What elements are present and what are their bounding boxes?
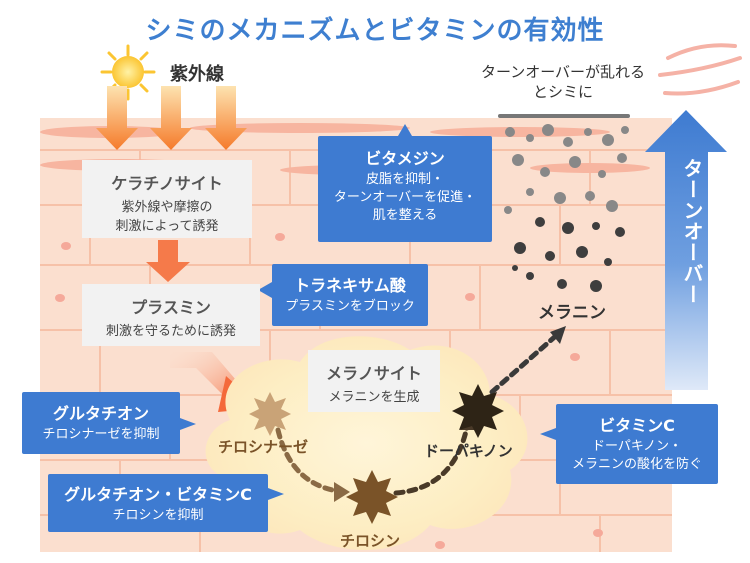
vitamin-c-line2: メラニンの酸化を防ぐ xyxy=(571,457,702,472)
melanocyte-desc: メラニンを生成 xyxy=(328,390,420,405)
dopaquinone-label: ドーパキノン xyxy=(424,442,513,460)
turnover-arrow xyxy=(645,110,727,390)
turnover-note: ターンオーバーが乱れるとシミに xyxy=(480,63,646,101)
turnover-label: ターンオーバー xyxy=(680,158,704,305)
uv-arrows xyxy=(96,86,247,150)
melanin-label: メラニン xyxy=(538,303,606,323)
keratinocyte-desc-line1: 紫外線や摩擦の xyxy=(121,200,213,215)
melanocyte-glow xyxy=(205,336,528,550)
vitamin-c-desc: ドーパキノン・ メラニンの酸化を防ぐ xyxy=(556,438,718,474)
plasmin-title: プラスミン xyxy=(131,298,211,317)
melanocyte-box: メラノサイト メラニンを生成 xyxy=(308,350,440,412)
vitamin-c-line1: ドーパキノン・ xyxy=(592,439,682,454)
vitamin-e-box: ビタメジン 皮脂を抑制・ ターンオーバーを促進・ 肌を整える xyxy=(318,136,492,242)
vitamin-e-desc: 皮脂を抑制・ ターンオーバーを促進・ 肌を整える xyxy=(318,171,492,225)
glutathione-box: グルタチオン チロシナーゼを抑制 xyxy=(22,392,180,454)
tyrosine-icon xyxy=(346,470,398,524)
keratinocyte-box: ケラチノサイト 紫外線や摩擦の 刺激によって誘発 xyxy=(82,160,252,238)
dopaquinone-icon xyxy=(452,384,504,438)
flow-arrow-1 xyxy=(146,240,190,282)
vitamin-e-line1: 皮脂を抑制・ xyxy=(365,172,444,187)
glutathione-vitamin-c-box: グルタチオン・ビタミンC チロシンを抑制 xyxy=(48,474,268,532)
melanin-particles xyxy=(498,114,630,292)
vitamin-e-line2: ターンオーバーを促進・ xyxy=(333,190,477,205)
vitamin-e-line3: 肌を整える xyxy=(372,208,438,223)
glutathione-desc: チロシナーゼを抑制 xyxy=(42,427,160,442)
tranexamic-desc: プラスミンをブロック xyxy=(285,299,415,314)
glutathione-title: グルタチオン xyxy=(52,404,149,423)
tyrosinase-icon xyxy=(249,392,291,436)
callout-tails xyxy=(180,124,556,500)
vitamin-c-box: ビタミンC ドーパキノン・ メラニンの酸化を防ぐ xyxy=(556,404,718,484)
diagram-title: シミのメカニズムとビタミンの有効性 xyxy=(145,16,605,46)
plasmin-box: プラスミン 刺激を守るために誘発 xyxy=(82,284,260,346)
vitamin-c-title: ビタミンC xyxy=(599,416,675,435)
tyrosine-label: チロシン xyxy=(340,532,401,550)
wind-lines xyxy=(658,43,742,96)
uv-label: 紫外線 xyxy=(170,64,224,85)
glutathione-c-desc: チロシンを抑制 xyxy=(112,508,204,523)
keratinocyte-title: ケラチノサイト xyxy=(111,174,223,193)
glutathione-c-title: グルタチオン・ビタミンC xyxy=(64,485,252,504)
keratinocyte-desc: 紫外線や摩擦の 刺激によって誘発 xyxy=(82,198,252,236)
vitamin-e-title: ビタメジン xyxy=(365,149,445,168)
keratinocyte-desc-line2: 刺激によって誘発 xyxy=(115,219,219,234)
tranexamic-title: トラネキサム酸 xyxy=(294,276,406,295)
tyrosinase-label: チロシナーゼ xyxy=(218,438,309,456)
tranexamic-acid-box: トラネキサム酸 プラスミンをブロック xyxy=(272,264,428,326)
plasmin-desc: 刺激を守るために誘発 xyxy=(105,324,236,339)
melanocyte-title: メラノサイト xyxy=(326,364,422,383)
